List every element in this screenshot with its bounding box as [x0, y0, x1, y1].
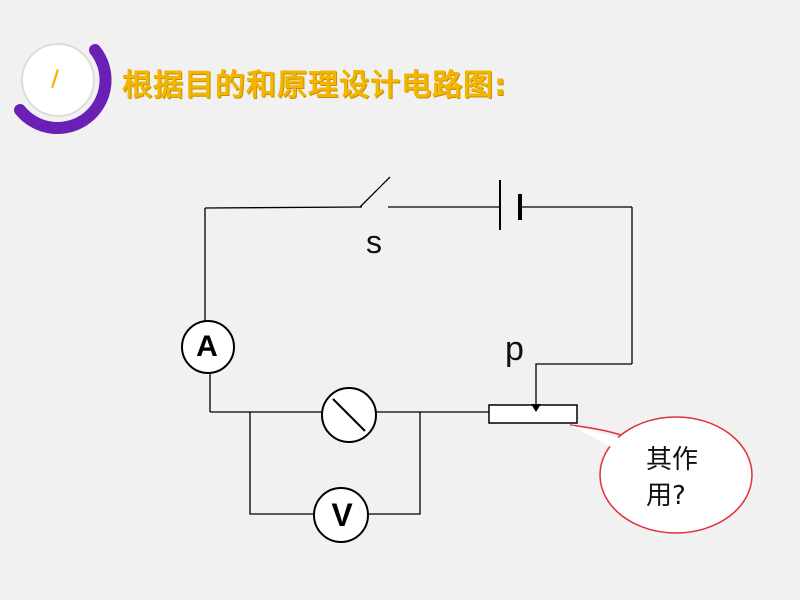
voltmeter — [313, 487, 369, 543]
lamp-filament — [332, 398, 366, 432]
ammeter — [181, 320, 235, 374]
lamp — [321, 387, 377, 443]
callout-line-2: 用? — [646, 481, 686, 511]
wire-top-left — [204, 206, 363, 209]
callout-tail-fill — [570, 425, 620, 447]
wire-v-right — [368, 412, 421, 515]
rheostat — [488, 404, 578, 424]
callout-ellipse — [599, 416, 753, 534]
callout-text: 其作 用? — [646, 442, 716, 514]
wire-slider — [535, 363, 632, 404]
circuit-wires — [204, 176, 633, 515]
callout-bubble — [569, 416, 753, 534]
switch-blade — [359, 176, 391, 208]
page-title: 根据目的和原理设计电路图: — [122, 68, 507, 103]
badge-disc — [21, 43, 95, 117]
slider-label: p — [505, 330, 524, 368]
rheostat-arrow — [531, 404, 541, 412]
battery — [499, 180, 522, 230]
callout-line-1: 其作 — [646, 445, 699, 475]
voltmeter-label: V — [331, 497, 353, 533]
badge-ring — [14, 44, 112, 134]
rheostat-body — [488, 404, 578, 424]
switch-label: s — [366, 224, 382, 260]
wire-v-left — [249, 412, 314, 515]
ammeter-label: A — [196, 330, 218, 363]
title-badge — [14, 43, 112, 134]
badge-label: / — [50, 67, 60, 92]
